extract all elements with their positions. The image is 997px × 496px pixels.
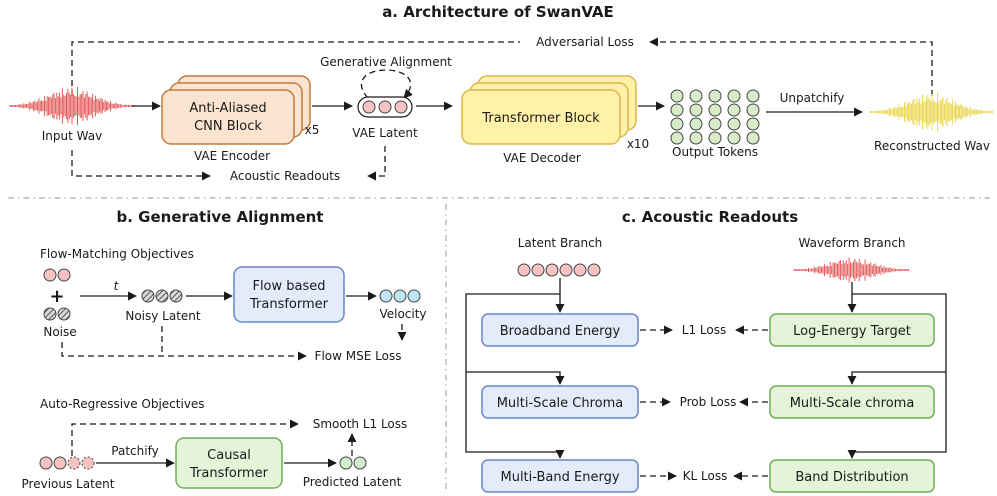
multi-band-energy-label: Multi-Band Energy bbox=[500, 470, 619, 485]
velocity-label: Velocity bbox=[379, 307, 426, 321]
encoder-repeat: x5 bbox=[305, 123, 320, 137]
log-energy-target-label: Log-Energy Target bbox=[793, 324, 911, 339]
multi-scale-chroma-right-label: Multi-Scale chroma bbox=[790, 396, 915, 411]
plus-sign: + bbox=[49, 286, 64, 307]
noisy-latent-icon bbox=[141, 289, 183, 303]
decoder-repeat: x10 bbox=[627, 137, 649, 151]
previous-to-smooth-arrow bbox=[71, 419, 299, 456]
latent-bus-to-band bbox=[465, 278, 565, 459]
prob-loss-label: Prob Loss bbox=[680, 395, 737, 409]
noise-label: Noise bbox=[43, 325, 76, 339]
latent-circles-icon bbox=[357, 96, 413, 118]
multi-scale-chroma-right-box: Multi-Scale chroma bbox=[769, 385, 935, 419]
waveform-branch-label: Waveform Branch bbox=[798, 236, 905, 250]
l1-loss-label: L1 Loss bbox=[682, 323, 726, 337]
generative-alignment-label: Generative Alignment bbox=[320, 55, 452, 69]
wave-bus-to-chroma bbox=[847, 371, 946, 385]
causal-block-line1: Causal bbox=[207, 448, 251, 463]
flow-transformer-block: Flow based Transformer bbox=[233, 266, 345, 323]
latent-to-readouts-arrow bbox=[367, 146, 386, 181]
log-energy-target-box: Log-Energy Target bbox=[769, 313, 935, 347]
encoder-block-line2: CNN Block bbox=[194, 119, 262, 134]
t-label: t bbox=[114, 279, 120, 293]
panel-a-title: a. Architecture of SwanVAE bbox=[382, 3, 614, 21]
flow-mse-loss-label: Flow MSE Loss bbox=[315, 349, 402, 363]
flow-heading: Flow-Matching Objectives bbox=[40, 247, 194, 261]
unpatchify-label: Unpatchify bbox=[780, 91, 845, 105]
flow-block-line2: Transformer bbox=[249, 297, 329, 312]
encoder-block-line1: Anti-Aliased bbox=[189, 101, 266, 116]
multi-scale-chroma-left-label: Multi-Scale Chroma bbox=[497, 396, 624, 411]
output-tokens-label: Output Tokens bbox=[672, 145, 758, 159]
vae-latent-label: VAE Latent bbox=[352, 126, 418, 140]
adversarial-left-line bbox=[71, 41, 520, 96]
multi-band-energy-box: Multi-Band Energy bbox=[481, 459, 639, 493]
input-to-readouts-arrow bbox=[71, 150, 211, 181]
predicted-latent-label: Predicted Latent bbox=[303, 475, 402, 489]
noise-to-mse-arrow bbox=[61, 342, 307, 361]
waveform-branch-icon bbox=[793, 257, 910, 283]
reconstructed-waveform-icon bbox=[869, 92, 994, 132]
previous-latent-label: Previous Latent bbox=[22, 477, 115, 491]
input-wav-label: Input Wav bbox=[42, 129, 102, 143]
adversarial-right-arrow bbox=[649, 37, 933, 96]
band-distribution-box: Band Distribution bbox=[769, 459, 935, 493]
latent-branch-label: Latent Branch bbox=[518, 236, 603, 250]
decoder-block-label: Transformer Block bbox=[481, 111, 600, 126]
multi-scale-chroma-left-box: Multi-Scale Chroma bbox=[481, 385, 639, 419]
decoder-block: Transformer Block bbox=[461, 75, 637, 145]
kl-loss-label: KL Loss bbox=[683, 469, 728, 483]
broadband-energy-label: Broadband Energy bbox=[500, 324, 621, 339]
smooth-l1-loss-label: Smooth L1 Loss bbox=[313, 417, 408, 431]
latent-bus-to-chroma bbox=[466, 371, 565, 385]
causal-transformer-block: Causal Transformer bbox=[175, 437, 283, 489]
output-tokens-grid-icon bbox=[670, 89, 760, 145]
noisy-latent-label: Noisy Latent bbox=[125, 309, 201, 323]
patchify-label: Patchify bbox=[111, 444, 158, 458]
decoder-caption: VAE Decoder bbox=[503, 151, 581, 165]
encoder-caption: VAE Encoder bbox=[194, 149, 270, 163]
predicted-latent-icon bbox=[339, 456, 367, 470]
reconstructed-wav-label: Reconstructed Wav bbox=[874, 139, 990, 153]
wave-bus-to-band bbox=[847, 282, 947, 459]
encoder-block: Anti-Aliased CNN Block bbox=[161, 75, 311, 145]
previous-latent-icon bbox=[39, 456, 95, 470]
latent-branch-circles-icon bbox=[517, 263, 601, 277]
broadband-energy-box: Broadband Energy bbox=[481, 313, 639, 347]
noise-circles-icon bbox=[43, 307, 71, 321]
adversarial-loss-label: Adversarial Loss bbox=[536, 35, 634, 49]
band-distribution-label: Band Distribution bbox=[795, 470, 908, 485]
causal-block-line2: Transformer bbox=[189, 466, 269, 481]
panel-b-title: b. Generative Alignment bbox=[117, 208, 324, 226]
panel-c-title: c. Acoustic Readouts bbox=[622, 208, 798, 226]
velocity-circles-icon bbox=[379, 289, 421, 303]
latent-circles-small-icon bbox=[43, 268, 71, 282]
ar-heading: Auto-Regressive Objectives bbox=[40, 397, 205, 411]
generative-alignment-loop bbox=[360, 69, 413, 99]
input-waveform-icon bbox=[9, 86, 134, 126]
flow-block-line1: Flow based bbox=[252, 279, 325, 294]
acoustic-readouts-label: Acoustic Readouts bbox=[230, 169, 340, 183]
